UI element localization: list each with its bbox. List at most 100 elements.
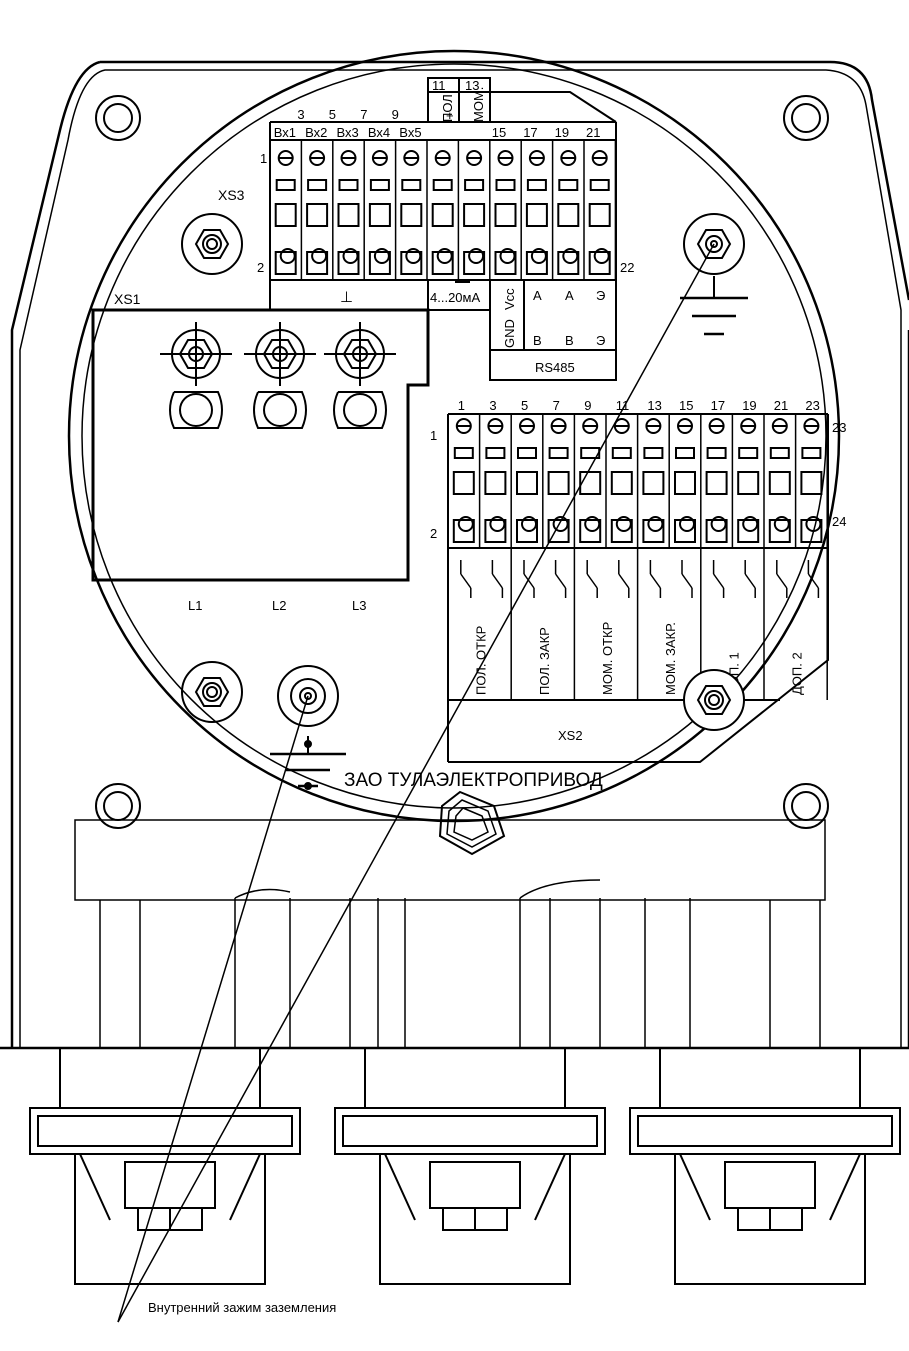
xs3-clip-5	[432, 179, 453, 191]
xs2-clip-3	[548, 447, 569, 459]
xs2-cage-3	[547, 471, 570, 495]
xs2-clip-8	[706, 447, 727, 459]
xs3-screw-bottom-6	[468, 248, 485, 264]
xs1-label: XS1	[114, 291, 141, 307]
gland-cable-block	[429, 1161, 521, 1209]
xs3-input-label: Вх2	[305, 125, 327, 140]
xs3-screw-bottom-1	[311, 248, 328, 264]
xs3-top-number: 15	[492, 125, 506, 140]
xs3-input-label: Вх4	[368, 125, 390, 140]
xs2-screw-bottom-9	[742, 516, 759, 532]
xs3-input-label: Вх5	[399, 125, 421, 140]
xs2-top-number: 13	[647, 398, 661, 413]
xs3-cage-10	[588, 203, 611, 227]
xs3-connector	[269, 77, 617, 381]
gland-body	[364, 1048, 566, 1108]
xs2-group-label: ДОП. 2	[790, 652, 805, 695]
xs2-cage-8	[705, 471, 728, 495]
xs2-cage-low-2	[516, 519, 538, 543]
xs2-cage-low-10	[768, 519, 791, 543]
gland-nut-body	[74, 1154, 266, 1285]
xs2-cage-1	[484, 471, 507, 495]
xs3-clip-7	[495, 179, 516, 191]
gland-taper	[679, 1153, 861, 1221]
xs3-cage-low-0	[274, 251, 297, 275]
xs1-terminal-hole	[343, 393, 377, 427]
xs1-terminal-hole	[179, 393, 213, 427]
xs2-screw-bottom-8	[710, 516, 727, 532]
xs2-cage-6	[642, 471, 665, 495]
xs2-switch-blade	[523, 573, 535, 589]
xs2-cage-low-5	[610, 519, 633, 543]
xs1-terminal-lug	[169, 391, 223, 429]
xs2-clip-7	[675, 447, 695, 459]
xs2-label: XS2	[558, 728, 583, 743]
xs2-cage-9	[737, 471, 760, 495]
xs2-top-number: 17	[711, 398, 725, 413]
housing-outline	[0, 60, 909, 1050]
xs2-switch-blade	[807, 573, 820, 589]
xs3-cage-low-10	[588, 251, 611, 275]
xs3-ground-symbol: ⊥	[340, 289, 353, 306]
xs2-cage-low-7	[674, 519, 696, 543]
xs3-clip-6	[464, 179, 485, 191]
gland-collar-inner	[637, 1115, 893, 1147]
xs3-cage-6	[463, 203, 486, 227]
xs3-top-number: 9	[392, 107, 399, 122]
xs2-screw-bottom-5	[615, 516, 632, 532]
xs3-clip-9	[558, 179, 579, 191]
leader-lines	[117, 243, 715, 1323]
xs2-screw-bottom-6	[647, 516, 664, 532]
xs3-cage-low-5	[431, 251, 454, 275]
xs3-top-number: 17	[523, 125, 537, 140]
xs2-switch-blade	[460, 573, 472, 589]
xs2-top-number: 19	[742, 398, 756, 413]
manufacturer-name: ЗАО ТУЛАЭЛЕКТРОПРИВОД	[344, 770, 603, 791]
xs2-clip-6	[643, 447, 664, 459]
xs2-top-number: 15	[679, 398, 693, 413]
xs3-clip-1	[307, 179, 328, 191]
xs2-group-label: МОМ. ЗАКР.	[663, 622, 678, 695]
xs3-screw-bottom-8	[530, 248, 547, 264]
xs3-screw-bottom-9	[562, 248, 579, 264]
xs2-group-label: МОМ. ОТКР	[600, 622, 615, 695]
xs2-clip-1	[485, 447, 506, 459]
xs2-end-bottom: 24	[832, 514, 846, 529]
xs3-top-number: 7	[360, 107, 367, 122]
xs3-cage-low-4	[400, 251, 423, 275]
xs2-end-top: 23	[832, 420, 846, 435]
xs3-cage-low-2	[337, 251, 360, 275]
xs3-screw-bottom-5	[436, 248, 453, 264]
xs3-clip-4	[401, 179, 422, 191]
xs3-b-label: В	[533, 333, 542, 348]
xs3-plus-sign: +	[446, 108, 454, 123]
xs3-row-2: 2	[257, 260, 264, 275]
xs3-cage-low-3	[368, 251, 391, 275]
xs3-clip-2	[338, 179, 359, 191]
gland-taper	[384, 1153, 566, 1221]
xs3-cage-8	[525, 203, 548, 227]
xs2-switch-blade	[491, 573, 504, 589]
xs2-top-number: 11	[616, 398, 630, 413]
xs3-screw-bottom-10	[593, 248, 610, 264]
xs3-top-number: 13	[465, 78, 479, 93]
xs3-b-label: В	[565, 333, 574, 348]
xs2-cage-0	[452, 471, 475, 495]
xs2-switch-blade	[586, 573, 598, 589]
xs3-cage-2	[337, 203, 360, 227]
xs3-gnd-label: GND	[502, 319, 517, 348]
xs3-row-1: 1	[260, 151, 267, 166]
xs2-clip-5	[611, 447, 632, 459]
xs3-end-number: 22	[620, 260, 634, 275]
ground-nut-top	[680, 213, 748, 336]
xs2-top-number: 9	[584, 398, 591, 413]
gland-nut-body	[674, 1154, 866, 1285]
xs2-clip-11	[801, 447, 822, 459]
xs3-clip-3	[369, 179, 390, 191]
xs2-cage-11	[800, 471, 823, 495]
gland-collar	[29, 1107, 301, 1155]
xs3-clip-0	[275, 179, 296, 191]
gland-collar-inner	[342, 1115, 598, 1147]
xs2-screw-bottom-0	[457, 516, 474, 532]
xs3-cage-low-7	[494, 251, 517, 275]
